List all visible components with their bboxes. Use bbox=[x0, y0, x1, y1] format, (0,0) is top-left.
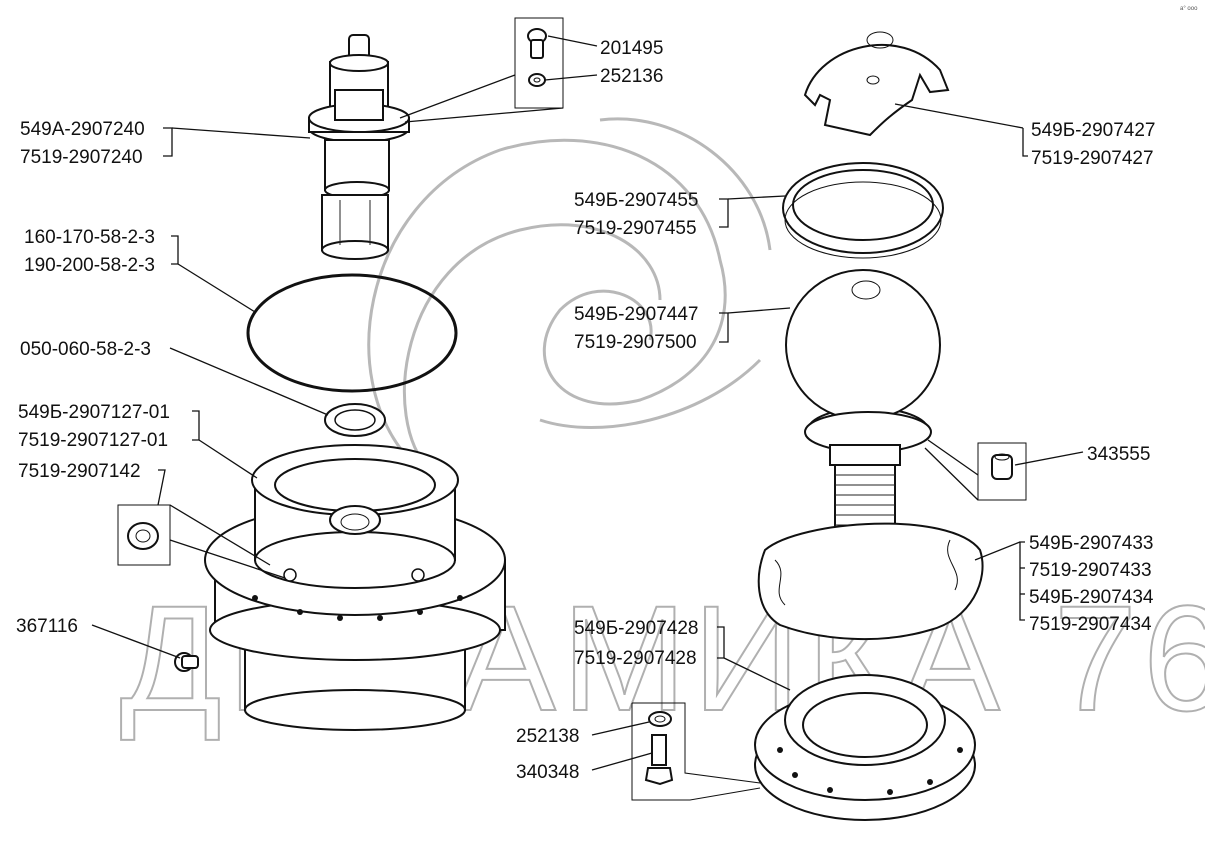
bushing-inset bbox=[924, 439, 1027, 501]
part-number: 7519-2907433 bbox=[1029, 560, 1152, 581]
part-number: 7519-2907240 bbox=[20, 147, 143, 168]
screw bbox=[527, 28, 547, 59]
part-number: 252136 bbox=[600, 66, 663, 87]
callout-252136: 252136 bbox=[544, 66, 663, 87]
callout-160-170-58-2-3: 160-170-58-2-3 190-200-58-2-3 bbox=[24, 227, 256, 313]
housing-insert bbox=[127, 522, 159, 550]
wave-spring bbox=[757, 522, 984, 641]
part-number: 367116 bbox=[16, 616, 78, 637]
small-o-ring bbox=[324, 403, 386, 437]
part-number: 7519-2907427 bbox=[1031, 148, 1154, 169]
part-number: 549Б-2907433 bbox=[1029, 533, 1153, 554]
callout-549a-2907240: 549А-2907240 7519-2907240 bbox=[20, 119, 311, 168]
callout-050-060-58-2-3: 050-060-58-2-3 bbox=[20, 339, 329, 416]
washer bbox=[648, 711, 672, 727]
bolt bbox=[644, 734, 674, 786]
callout-549b-2907447: 549Б-2907447 7519-2907500 bbox=[574, 304, 791, 353]
part-number: 7519-2907434 bbox=[1029, 614, 1152, 635]
callout-7519-2907142: 7519-2907142 bbox=[18, 461, 166, 506]
callout-549b-2907428: 549Б-2907428 7519-2907428 bbox=[574, 618, 791, 691]
bushing bbox=[991, 453, 1013, 480]
part-number: 343555 bbox=[1087, 444, 1150, 465]
part-number: 7519-2907455 bbox=[574, 218, 697, 239]
part-number: 7519-2907142 bbox=[18, 461, 141, 482]
callout-549b-2907433: 549Б-2907433 7519-2907433 549Б-2907434 7… bbox=[974, 533, 1154, 635]
callout-201495: 201495 bbox=[547, 35, 663, 59]
part-number: 549А-2907240 bbox=[20, 119, 145, 140]
plug bbox=[174, 652, 199, 672]
callout-343555: 343555 bbox=[1014, 444, 1150, 466]
part-number: 549Б-2907127-01 bbox=[18, 402, 170, 423]
base-ring bbox=[754, 674, 976, 821]
part-number: 7519-2907500 bbox=[574, 332, 697, 353]
shaft-assembly bbox=[308, 34, 410, 260]
callout-367116: 367116 bbox=[16, 616, 181, 659]
screw-inset bbox=[399, 17, 564, 123]
retaining-ring bbox=[782, 162, 944, 259]
housing bbox=[204, 444, 506, 731]
callout-340348: 340348 bbox=[516, 752, 653, 783]
callout-549b-2907455: 549Б-2907455 7519-2907455 bbox=[574, 190, 786, 239]
callout-549b-2907427: 549Б-2907427 7519-2907427 bbox=[894, 103, 1155, 169]
part-number: 549Б-2907428 bbox=[574, 618, 698, 639]
part-number: 549Б-2907434 bbox=[1029, 587, 1154, 608]
callout-252138: 252138 bbox=[516, 721, 650, 747]
part-number: 7519-2907127-01 bbox=[18, 430, 168, 451]
part-number: 050-060-58-2-3 bbox=[20, 339, 151, 360]
part-number: 340348 bbox=[516, 762, 579, 783]
part-number: 201495 bbox=[600, 38, 663, 59]
bolt-inset bbox=[631, 702, 761, 801]
part-number: 252138 bbox=[516, 726, 579, 747]
part-number: 549Б-2907447 bbox=[574, 304, 698, 325]
large-o-ring bbox=[246, 273, 458, 393]
part-number: 160-170-58-2-3 bbox=[24, 227, 155, 248]
part-number: 7519-2907428 bbox=[574, 648, 697, 669]
lock-washer bbox=[528, 73, 546, 87]
callout-549b-2907127-01: 549Б-2907127-01 7519-2907127-01 bbox=[18, 402, 258, 479]
housing-insert-inset bbox=[117, 504, 286, 579]
part-number: 190-200-58-2-3 bbox=[24, 255, 155, 276]
dome-cover bbox=[803, 31, 950, 137]
part-number: 549Б-2907427 bbox=[1031, 120, 1155, 141]
gear-knob-ball bbox=[785, 269, 941, 561]
corner-mark: a° ooo bbox=[1180, 6, 1198, 12]
part-number: 549Б-2907455 bbox=[574, 190, 698, 211]
